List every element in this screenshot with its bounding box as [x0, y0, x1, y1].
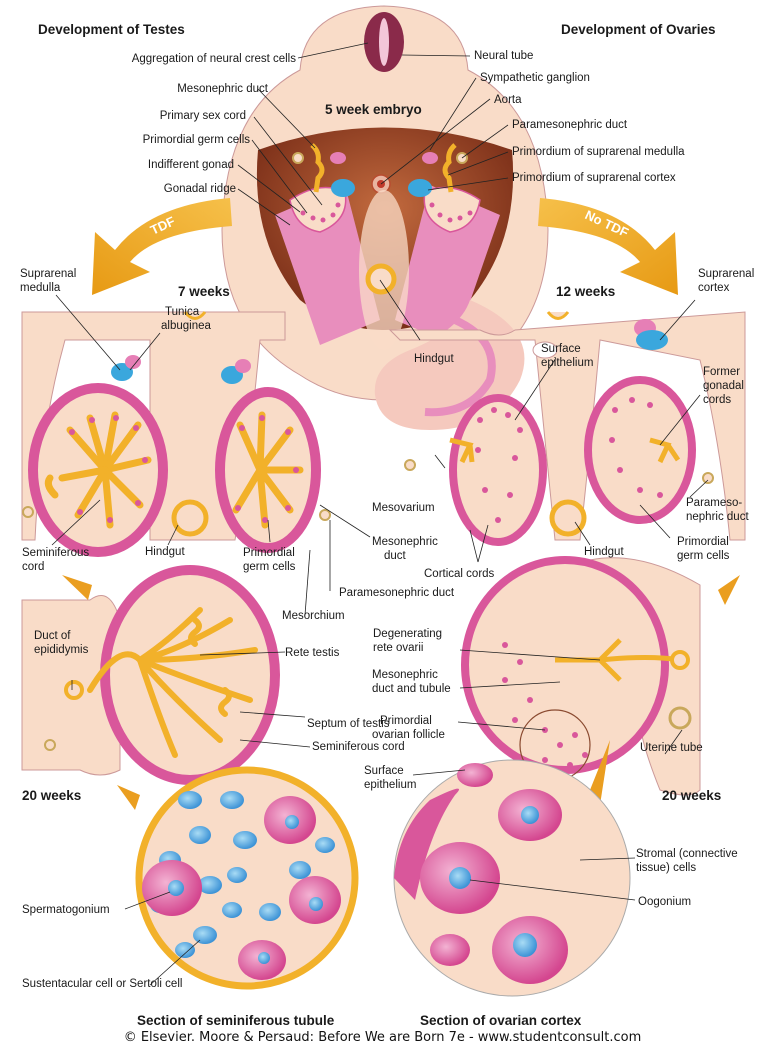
label-oogonium: Oogonium: [638, 896, 691, 908]
label-parameso-2: nephric duct: [686, 511, 749, 523]
label-surface-epi-b1: Surface: [364, 765, 404, 777]
label-primary-sex-cord: Primary sex cord: [160, 110, 246, 122]
label-indifferent-gonad: Indifferent gonad: [148, 159, 234, 171]
section-cortex-caption: Section of ovarian cortex: [420, 1013, 582, 1028]
label-stromal-2: tissue) cells: [636, 862, 696, 874]
label-hindgut-right: Hindgut: [584, 546, 624, 558]
label-paramesonephric-mid: Paramesonephric duct: [339, 587, 455, 599]
label-former-2: gonadal: [703, 380, 744, 392]
label-tunica-2: albuginea: [161, 320, 211, 332]
label-mesonephric-duct-mid-1: Mesonephric: [372, 536, 438, 548]
label-hindgut-left: Hindgut: [145, 546, 185, 558]
label-mesonephric-duct-top: Mesonephric duct: [177, 83, 269, 95]
ovary-20-weeks: [465, 558, 700, 795]
label-mesonephric-tubule-2: duct and tubule: [372, 683, 451, 695]
label-primordial-follicle-2: ovarian follicle: [372, 729, 445, 741]
label-sertoli: Sustentacular cell or Sertoli cell: [22, 978, 182, 990]
label-spermatogonium: Spermatogonium: [22, 904, 110, 916]
label-seminiferous-cord-b: Seminiferous cord: [312, 741, 405, 753]
ovarian-cortex-section: [394, 760, 630, 996]
seminiferous-tubule-section: [139, 770, 355, 986]
label-stromal-1: Stromal (connective: [636, 848, 738, 860]
label-cortical-cords: Cortical cords: [424, 568, 495, 580]
label-primordium-medulla: Primordium of suprarenal medulla: [512, 146, 685, 158]
label-degenerating-1: Degenerating: [373, 628, 442, 640]
copyright-notice: © Elsevier. Moore & Persaud: Before We a…: [0, 1030, 765, 1045]
label-suprarenal-medulla-2: medulla: [20, 282, 61, 294]
label-former-3: cords: [703, 394, 731, 406]
tdf-arrow: [92, 198, 232, 295]
label-mesonephric-tubule-1: Mesonephric: [372, 669, 438, 681]
label-primordial-follicle-1: Primordial: [380, 715, 432, 727]
label-parameso-1: Parameso-: [686, 497, 742, 509]
heading-12-weeks: 12 weeks: [556, 284, 615, 299]
label-duct-epididymis-2: epididymis: [34, 644, 89, 656]
label-surface-epi-1: Surface: [541, 343, 581, 355]
no-tdf-arrow: [538, 198, 678, 295]
label-uterine-tube: Uterine tube: [640, 742, 703, 754]
label-duct-epididymis-1: Duct of: [34, 630, 71, 642]
label-mesorchium: Mesorchium: [282, 610, 345, 622]
label-hindgut-center: Hindgut: [414, 353, 454, 365]
embryo-5-week-section: [222, 6, 548, 430]
label-tunica-1: Tunica: [165, 306, 200, 318]
label-primordial-germ-top: Primordial germ cells: [143, 134, 251, 146]
ovary-cortex-outline: [465, 560, 665, 770]
heading-ovaries: Development of Ovaries: [561, 22, 716, 37]
label-suprarenal-medulla-1: Suprarenal: [20, 268, 76, 280]
label-primordial-germ-r2: germ cells: [677, 550, 730, 562]
testis-20-weeks: [22, 570, 275, 780]
label-neural-tube: Neural tube: [474, 50, 533, 62]
section-tubule-caption: Section of seminiferous tubule: [137, 1013, 335, 1028]
left-suprarenal-cortex-primordium: [331, 179, 355, 197]
heading-20-weeks-right: 20 weeks: [662, 788, 721, 803]
label-suprarenal-cortex-1: Suprarenal: [698, 268, 754, 280]
label-primordial-germ-l1: Primordial: [243, 547, 295, 559]
heading-embryo: 5 week embryo: [325, 102, 422, 117]
heading-7-weeks: 7 weeks: [178, 284, 230, 299]
label-surface-epi-2: epithelium: [541, 357, 593, 369]
label-aggregation: Aggregation of neural crest cells: [132, 53, 297, 65]
label-rete-testis: Rete testis: [285, 647, 340, 659]
label-seminiferous-cord-2: cord: [22, 561, 44, 573]
right-suprarenal-cortex-primordium: [408, 179, 432, 197]
heading-20-weeks-left: 20 weeks: [22, 788, 81, 803]
right-sympathetic-ganglion: [422, 152, 438, 164]
label-primordial-germ-r1: Primordial: [677, 536, 729, 548]
label-gonadal-ridge: Gonadal ridge: [164, 183, 236, 195]
ovary-cortical-cords-right: [588, 380, 692, 520]
label-primordium-cortex: Primordium of suprarenal cortex: [512, 172, 676, 184]
hindgut-embryo: [368, 266, 394, 292]
label-mesonephric-duct-mid-2: duct: [384, 550, 407, 562]
label-seminiferous-cord-1: Seminiferous: [22, 547, 89, 559]
label-surface-epi-b2: epithelium: [364, 779, 416, 791]
label-primordial-germ-l2: germ cells: [243, 561, 296, 573]
testis-septa: [105, 570, 275, 780]
label-paramesonephric-top: Paramesonephric duct: [512, 119, 628, 131]
label-former-1: Former: [703, 366, 740, 378]
heading-testes: Development of Testes: [38, 22, 185, 37]
label-mesovarium: Mesovarium: [372, 502, 435, 514]
label-aorta: Aorta: [494, 94, 522, 106]
label-sympathetic-ganglion: Sympathetic ganglion: [480, 72, 590, 84]
left-sympathetic-ganglion: [330, 152, 346, 164]
label-degenerating-2: rete ovarii: [373, 642, 424, 654]
label-suprarenal-cortex-2: cortex: [698, 282, 730, 294]
